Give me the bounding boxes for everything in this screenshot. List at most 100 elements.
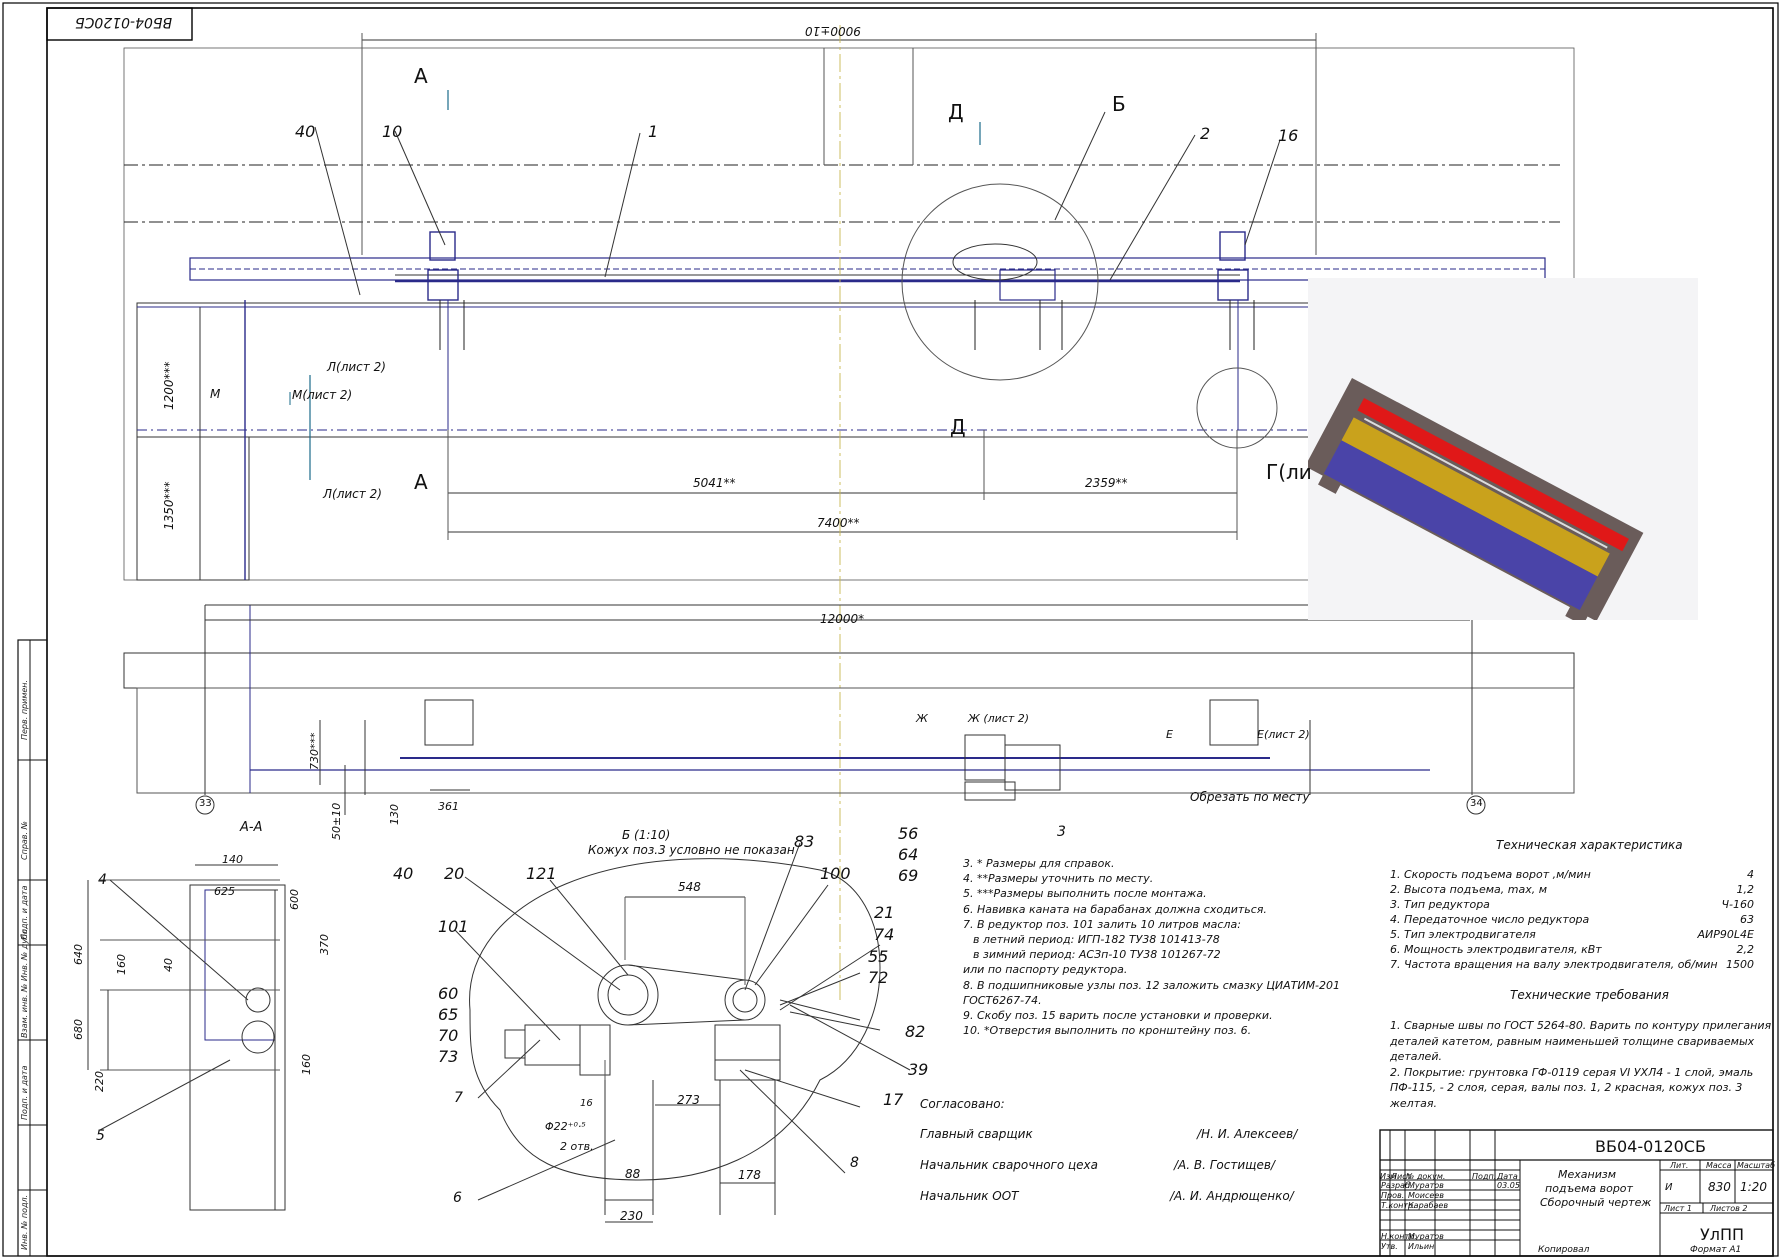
- mark-d-bottom: Д: [950, 415, 966, 439]
- dim-left-680: 680: [72, 1019, 85, 1040]
- tb-r5-name: Ильин: [1408, 1242, 1435, 1251]
- tb-lit-value: И: [1665, 1182, 1673, 1193]
- drawing-frame: [46, 7, 1774, 1257]
- dim-130: 130: [388, 804, 401, 825]
- tech-req-line: деталей катетом, равным наименьшей толщи…: [1390, 1034, 1755, 1048]
- pos-65: 65: [438, 1005, 459, 1024]
- tb-mass-header: Масса: [1706, 1161, 1732, 1170]
- dim-5041: 5041**: [693, 476, 736, 490]
- dim-det-230: 230: [620, 1209, 643, 1223]
- pos-5: 5: [96, 1128, 105, 1144]
- pos-70: 70: [438, 1026, 459, 1045]
- pos-6: 6: [453, 1190, 462, 1206]
- tb-lit-header: Лит.: [1670, 1161, 1689, 1170]
- note-8a: ГОСТ6267-74.: [963, 993, 1042, 1007]
- mark-l2: Л(лист 2): [323, 487, 382, 501]
- cut-note: Обрезать по месту: [1190, 790, 1310, 804]
- plan-view: [123, 25, 1575, 1000]
- pos-60: 60: [438, 984, 459, 1003]
- tech-row-value: Ч-160: [1721, 898, 1754, 911]
- code-box: [46, 7, 193, 41]
- pos-21: 21: [874, 903, 895, 922]
- pos-40b: 40: [393, 864, 414, 883]
- pos-82: 82: [905, 1022, 926, 1041]
- pos-17: 17: [883, 1090, 904, 1109]
- dim-det-273: 273: [677, 1093, 700, 1107]
- title-block-grid: [1379, 1129, 1774, 1257]
- tech-row: 7. Частота вращения на валу электродвига…: [1390, 958, 1754, 973]
- title-line-1: Механизм: [1558, 1168, 1616, 1181]
- tech-row: 3. Тип редуктора Ч-160: [1390, 898, 1754, 913]
- pos-1: 1: [648, 122, 659, 141]
- tb-scale-header: Масштаб: [1737, 1161, 1776, 1170]
- tb-h-izm: Изм: [1380, 1172, 1397, 1181]
- pos-20: 20: [444, 864, 465, 883]
- pos-73: 73: [438, 1047, 459, 1066]
- tb-r5-role: Утв.: [1381, 1242, 1398, 1251]
- tech-row-value: 1500: [1726, 958, 1754, 971]
- dim-left-140: 140: [222, 853, 243, 866]
- pos-100: 100: [820, 864, 851, 883]
- dim-left-640: 640: [72, 944, 85, 965]
- title-org: УлПП: [1700, 1225, 1745, 1244]
- title-code: ВБ04-0120СБ: [1595, 1137, 1706, 1156]
- dim-1350: 1350***: [162, 481, 176, 530]
- tb-h-podp: Подп.: [1472, 1172, 1497, 1181]
- pos-101: 101: [438, 917, 469, 936]
- mark-zh-sheet: Ж (лист 2): [968, 712, 1030, 725]
- tech-row-value: 2,2: [1736, 943, 1755, 956]
- view-aa-title: А-А: [240, 820, 263, 835]
- mark-zh: Ж: [916, 712, 928, 725]
- mark-b: Б: [1112, 92, 1126, 116]
- dim-det-548: 548: [678, 880, 701, 894]
- tb-r4-name: Муратов: [1408, 1232, 1444, 1241]
- view-detail-title: Б (1:10): [622, 828, 671, 842]
- dim-7400: 7400**: [817, 516, 860, 530]
- approval-title: Согласовано:: [920, 1097, 1005, 1111]
- pos-56: 56: [898, 824, 919, 843]
- side-stamp-4: Взам. инв. № Инв. № дубл.: [20, 926, 29, 1038]
- dim-left-40: 40: [162, 958, 175, 972]
- tb-r2-name: Моисеев: [1408, 1191, 1444, 1200]
- tech-row-label: 3. Тип редуктора: [1390, 898, 1490, 911]
- tech-req-block: 1. Сварные швы по ГОСТ 5264-80. Варить п…: [1390, 1018, 1771, 1111]
- tb-r3-name: Карабаев: [1408, 1201, 1449, 1210]
- dim-1200: 1200***: [162, 361, 176, 410]
- dim-left-600: 600: [288, 889, 301, 910]
- mark-l1: Л(лист 2): [327, 360, 386, 374]
- note-9: 9. Скобу поз. 15 варить после установки …: [963, 1009, 1273, 1023]
- axis-34: 34: [1470, 798, 1483, 809]
- drawing-code-rotated: ВБ04-0120СБ: [75, 14, 173, 30]
- dim-left-160a: 160: [115, 954, 128, 975]
- approval-role-2: Начальник сварочного цеха: [920, 1158, 1098, 1172]
- pos-2: 2: [1200, 124, 1211, 143]
- tech-row-value: 4: [1747, 868, 1754, 881]
- pos-8: 8: [850, 1155, 859, 1171]
- tech-req-line: желтая.: [1390, 1096, 1437, 1110]
- dim-det-178: 178: [738, 1168, 761, 1182]
- approval-name-2: /А. В. Гостищев/: [1174, 1158, 1275, 1172]
- pos-74: 74: [874, 925, 895, 944]
- tb-r2-role: Пров.: [1381, 1191, 1405, 1200]
- pos-40a: 40: [295, 122, 316, 141]
- side-stamp-6: Инв. № подл.: [20, 1194, 29, 1250]
- side-stamp-2: Справ. №: [20, 821, 29, 860]
- pos-83: 83: [794, 832, 815, 851]
- note-7c: или по паспорту редуктора.: [963, 963, 1128, 977]
- detail-b: [454, 842, 911, 1223]
- note-7b: в зимний период: АСЗп-10 ТУ38 101267-72: [973, 948, 1221, 962]
- title-copied: Копировал: [1538, 1245, 1590, 1255]
- title-format: Формат А1: [1690, 1245, 1742, 1255]
- dim-det-phi22: Φ22⁺⁰·⁵: [545, 1120, 586, 1133]
- tb-r1-name: Муратов: [1408, 1181, 1444, 1190]
- mark-a-bottom: А: [414, 470, 428, 494]
- tb-r4-role: Н.контр.: [1381, 1232, 1417, 1241]
- approval-role-3: Начальник ООТ: [920, 1189, 1019, 1203]
- dim-left-220: 220: [93, 1071, 106, 1092]
- pos-72: 72: [868, 968, 889, 987]
- dim-det-16: 16: [580, 1098, 593, 1109]
